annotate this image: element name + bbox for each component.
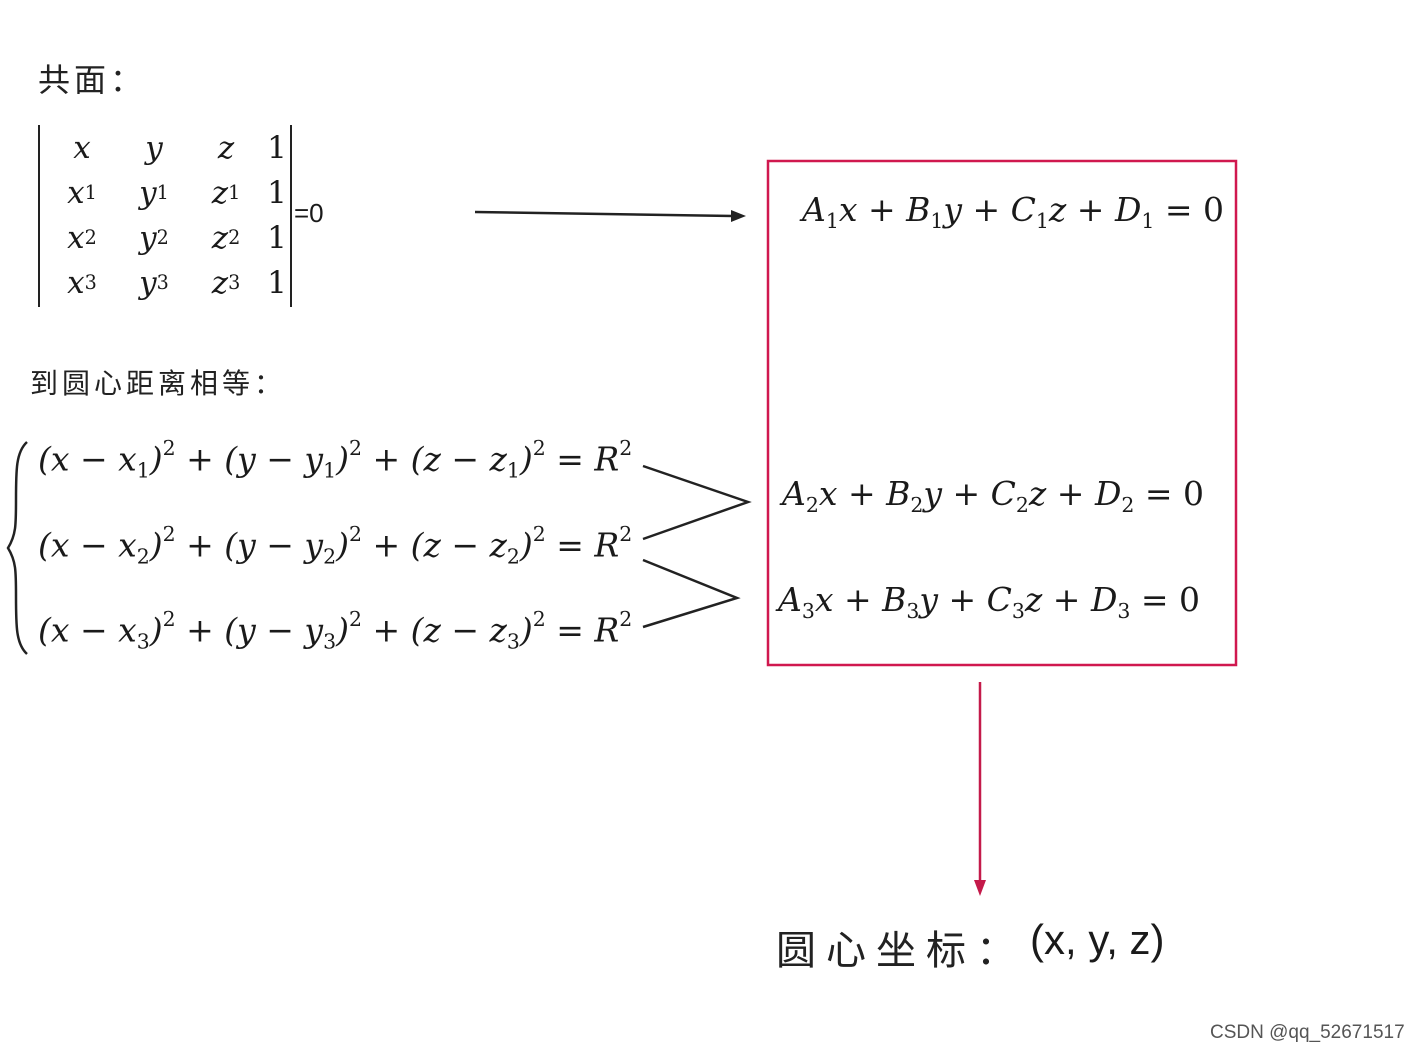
det-cell: z	[217, 129, 235, 166]
sphere-equation-3: (x − x3)2 + (y − y3)2 + (z − z3)2 = R2	[38, 607, 633, 654]
plane-equations-box	[766, 159, 1238, 667]
center-coordinates-label: 圆心坐标：	[776, 928, 1026, 974]
plane-equation-1: A1x + B1y + C1z + D1 = 0	[802, 190, 1225, 234]
plane-equation-2: A2x + B2y + C2z + D2 = 0	[782, 474, 1205, 518]
arrow-det-to-plane-line	[474, 210, 734, 218]
watermark-text: CSDN @qq_52671517	[1210, 1022, 1405, 1043]
coplanar-title: 共面：	[38, 61, 147, 99]
converge-lines-lower	[642, 558, 741, 629]
det-cell: 1	[267, 174, 287, 211]
det-cell: y	[145, 129, 163, 166]
det-cell: 1	[267, 129, 287, 166]
equidistant-title: 到圆心距离相等：	[30, 367, 287, 400]
sphere-equation-1: (x − x1)2 + (y − y1)2 + (z − z1)2 = R2	[38, 436, 633, 483]
det-cell: 1	[267, 264, 287, 301]
determinant-equals-zero: =0	[294, 198, 324, 228]
arrow-det-to-plane-head	[731, 210, 746, 222]
left-brace	[6, 441, 28, 655]
arrow-box-to-result-head	[974, 880, 986, 896]
center-coordinates-value: (x, y, z)	[1030, 916, 1165, 963]
plane-equation-3: A3x + B3y + C3z + D3 = 0	[778, 580, 1201, 624]
sphere-equation-2: (x − x2)2 + (y − y2)2 + (z − z2)2 = R2	[38, 522, 633, 569]
converge-lines-upper	[642, 464, 752, 541]
det-cell: 1	[267, 219, 287, 256]
det-cell: x	[73, 129, 91, 166]
